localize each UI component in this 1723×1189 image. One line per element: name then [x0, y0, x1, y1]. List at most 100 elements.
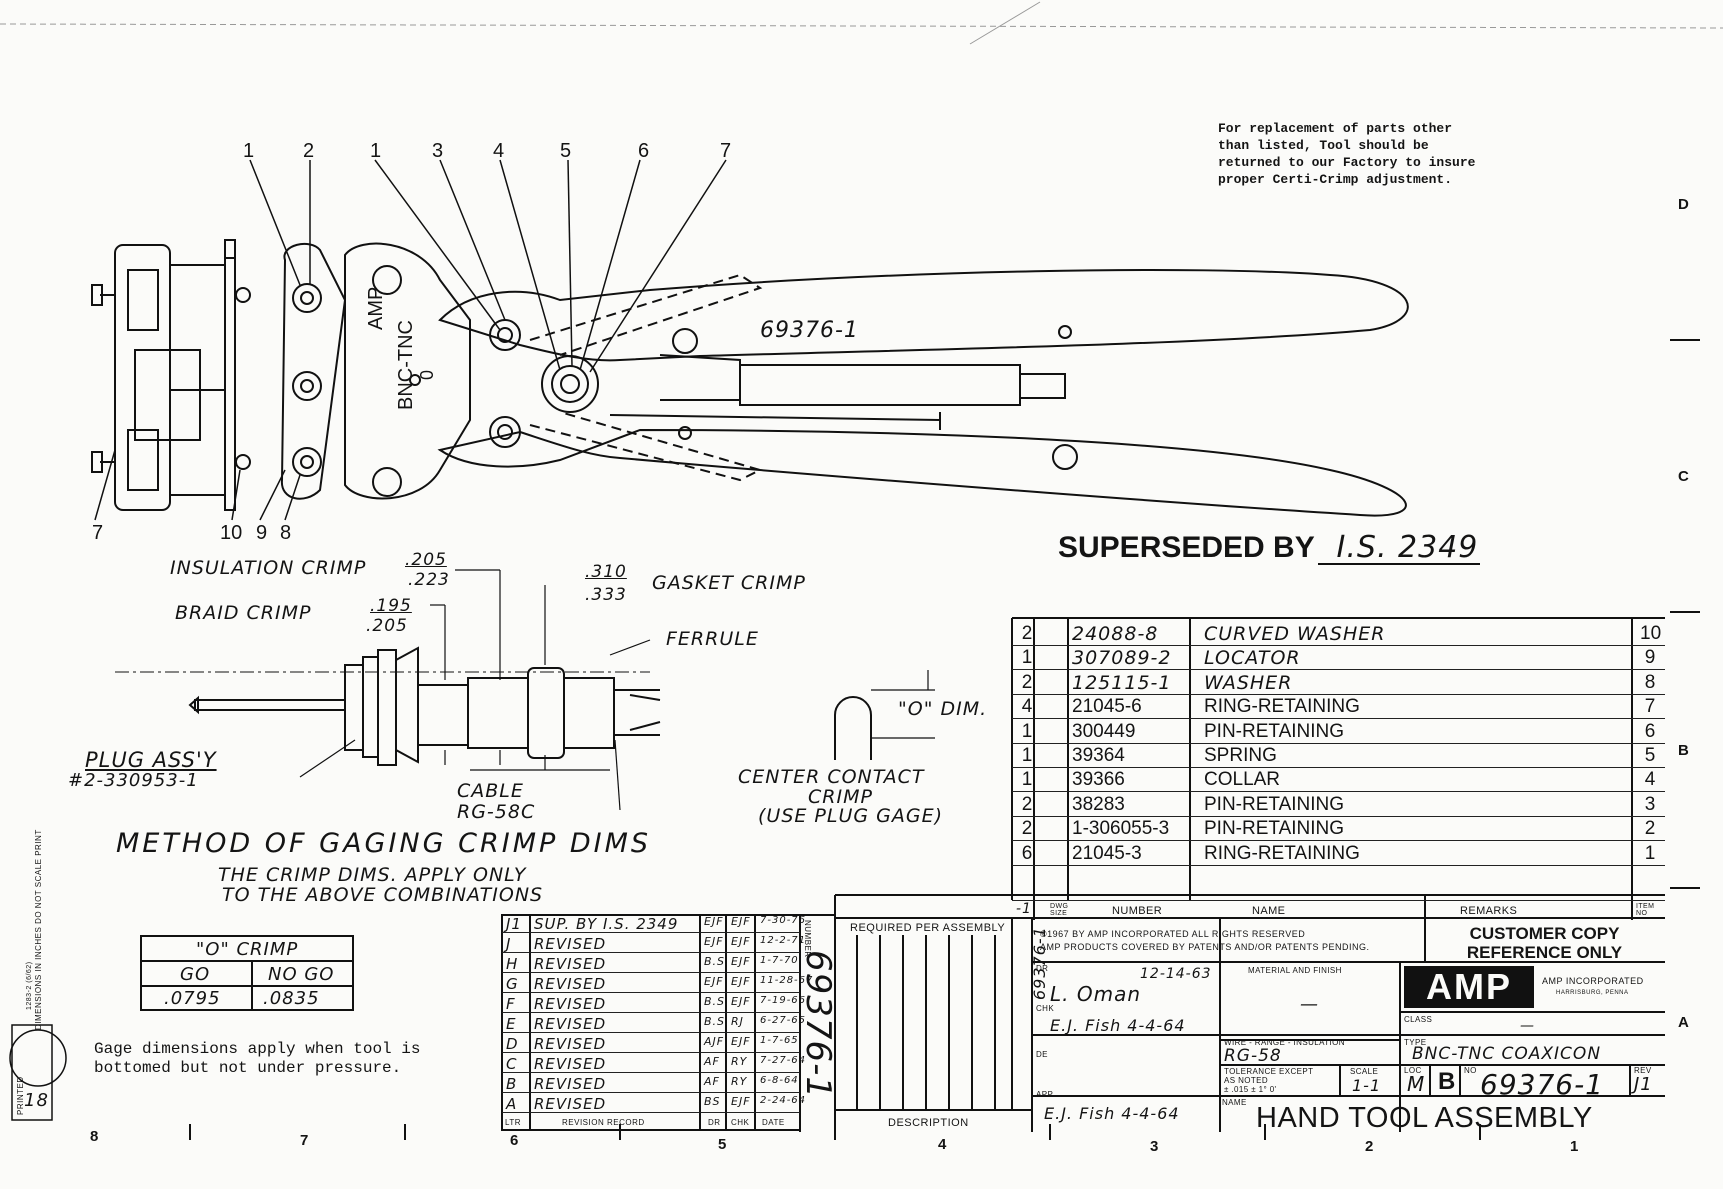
- name-label: NAME: [1222, 1098, 1247, 1107]
- superseded-label: SUPERSEDED BY: [1058, 531, 1315, 564]
- bom-pn: 300449: [1072, 720, 1136, 742]
- bom-name: PIN-RETAINING: [1204, 720, 1345, 742]
- bom-pn: 39364: [1072, 745, 1125, 766]
- rev-hdr-date: DATE: [762, 1118, 785, 1127]
- plug-assy-number: #2-330953-1: [68, 770, 199, 791]
- customer-copy-line-1: CUSTOMER COPY: [1469, 924, 1620, 943]
- de-label: DE: [1036, 1050, 1048, 1059]
- size-value: B: [1438, 1068, 1456, 1095]
- bom-item: 4: [1644, 769, 1656, 791]
- o-dim-label: "O" DIM.: [898, 698, 988, 720]
- apply-line-2: TO THE ABOVE COMBINATIONS: [222, 884, 544, 906]
- bom-pn: 1-306055-3: [1072, 818, 1170, 840]
- rev-value: J1: [1634, 1074, 1653, 1095]
- amp-logo: AMP: [1426, 966, 1512, 1007]
- crimp-label: CRIMP: [808, 786, 873, 808]
- type-label: TYPE: [1404, 1038, 1427, 1047]
- bom-qty: 2: [1021, 623, 1033, 644]
- method-title: METHOD OF GAGING CRIMP DIMS: [116, 828, 652, 859]
- revision-dr: AF: [704, 1075, 720, 1088]
- revision-ltr: C: [506, 1055, 518, 1073]
- description-label: DESCRIPTION: [888, 1117, 969, 1129]
- revision-desc: REVISED: [534, 955, 607, 973]
- bom-name: PIN-RETAINING: [1204, 793, 1345, 815]
- bom-item: 8: [1644, 671, 1656, 693]
- callout: 9: [256, 522, 268, 544]
- bom-item: 10: [1640, 623, 1662, 644]
- note-line-4: proper Certi-Crimp adjustment.: [1218, 172, 1453, 187]
- bom-header: -1 DWG SIZE NUMBER NAME REMARKS ITEM NO: [1012, 900, 1665, 919]
- dr-signature: L. Oman: [1050, 982, 1142, 1006]
- revision-chk: EJF: [731, 915, 751, 928]
- revision-date: 7-30-76: [760, 915, 807, 926]
- replacement-note: For replacement of parts other than list…: [1218, 120, 1475, 188]
- plug-assy-label: PLUG ASS'Y: [85, 748, 217, 772]
- note-line-1: For replacement of parts other: [1218, 121, 1453, 136]
- bom-name: COLLAR: [1204, 769, 1281, 791]
- bom-qty: 1: [1021, 647, 1033, 669]
- use-plug-gage: (USE PLUG GAGE): [758, 805, 943, 827]
- bom-pn: 21045-3: [1072, 842, 1142, 864]
- gage-note-line-2: bottomed but not under pressure.: [94, 1059, 402, 1077]
- zone-bottom: 3: [1150, 1138, 1159, 1155]
- bom-qty: 4: [1021, 696, 1033, 718]
- customer-copy-stamp: CUSTOMER COPY REFERENCE ONLY: [1432, 924, 1657, 962]
- bom-hdr-number: NUMBER: [1112, 905, 1163, 917]
- head-marking: AMP BNC-TNC 0: [355, 270, 475, 410]
- bom-name: LOCATOR: [1204, 647, 1301, 670]
- braid-crimp-top: .195: [370, 596, 412, 616]
- bom-name: WASHER: [1204, 671, 1293, 694]
- revision-date: 2-24-64: [760, 1095, 807, 1106]
- bom-pn: 38283: [1072, 793, 1125, 815]
- o-crimp-title: "O" CRIMP: [196, 939, 299, 960]
- o-crimp-go-value: .0795: [164, 988, 221, 1009]
- callout: 2: [303, 140, 315, 162]
- revision-date: 6-8-64: [760, 1075, 799, 1086]
- no-label: NO: [1464, 1066, 1477, 1075]
- revision-date: 11-28-67: [760, 975, 814, 986]
- tolerance-value: ± .015 ± 1° 0': [1224, 1085, 1277, 1094]
- tool-part-number: 69376-1: [760, 318, 859, 343]
- zone-side: C: [1678, 468, 1689, 485]
- revision-desc: REVISED: [534, 1055, 607, 1073]
- apply-line-1: THE CRIMP DIMS. APPLY ONLY: [218, 864, 527, 886]
- bom-item: 3: [1644, 793, 1656, 815]
- rev-label: REV: [1634, 1066, 1652, 1075]
- bom-item: 6: [1644, 720, 1656, 742]
- dr-label: DR: [1036, 964, 1049, 973]
- callout: 7: [720, 140, 732, 162]
- bom-pn: 307089-2: [1072, 647, 1172, 670]
- callout: 1: [243, 140, 255, 162]
- bom-qty: 2: [1021, 671, 1033, 693]
- note-line-2: than listed, Tool should be: [1218, 138, 1429, 153]
- chk-label: CHK: [1036, 1004, 1055, 1013]
- bom-name: PIN-RETAINING: [1204, 818, 1345, 840]
- zone-bottom: 1: [1570, 1138, 1579, 1155]
- drawing-number: 69376-1: [1480, 1068, 1604, 1101]
- rev-hdr-ltr: LTR: [505, 1118, 522, 1127]
- bom-hdr-size: DWG SIZE: [1050, 903, 1069, 917]
- revision-desc: SUP. BY I.S. 2349: [534, 915, 679, 933]
- rev-hdr-dr: DR: [708, 1118, 721, 1127]
- bom-pn: 21045-6: [1072, 696, 1142, 718]
- bom-hdr-remarks: REMARKS: [1460, 905, 1518, 917]
- bom-name: CURVED WASHER: [1204, 623, 1386, 645]
- gasket-crimp-top: .310: [585, 562, 627, 582]
- scale-value: 1-1: [1352, 1076, 1382, 1095]
- customer-copy-line-2: REFERENCE ONLY: [1466, 943, 1623, 962]
- revision-ltr: D: [506, 1035, 519, 1053]
- revision-dr: BS: [704, 1095, 721, 1108]
- bom-name: RING-RETAINING: [1204, 696, 1360, 718]
- revision-ltr: J: [506, 935, 512, 953]
- revision-desc: REVISED: [534, 1015, 607, 1033]
